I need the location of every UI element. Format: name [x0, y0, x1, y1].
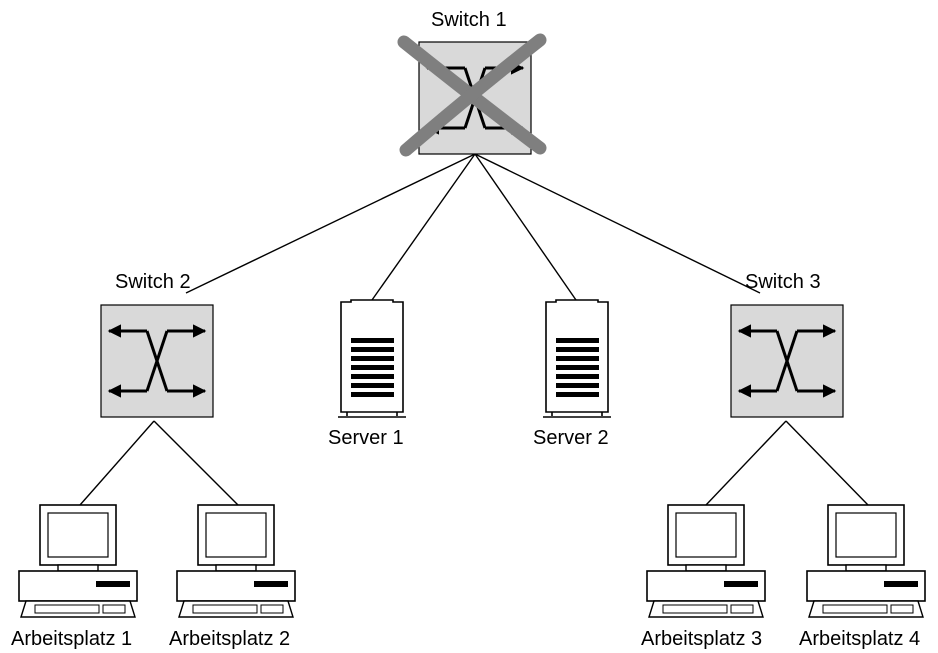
link-switch1-server2: [474, 153, 577, 301]
workstation-1-icon: [18, 504, 138, 618]
workstation-1-label: Arbeitsplatz 1: [11, 628, 133, 650]
connection-lines: [79, 153, 869, 506]
link-switch3-ws3: [705, 420, 787, 506]
link-switch2-ws1: [79, 420, 155, 506]
workstation-2-label: Arbeitsplatz 2: [169, 628, 291, 650]
switch-1-label: Switch 1: [431, 9, 507, 31]
link-switch1-server1: [371, 153, 476, 301]
workstation-3-label: Arbeitsplatz 3: [641, 628, 763, 650]
workstation-4-icon: [806, 504, 926, 618]
server-1-icon: [337, 299, 407, 418]
switch-2-icon: [101, 305, 213, 417]
failure-cross-icon: [397, 33, 547, 157]
workstation-3-icon: [646, 504, 766, 618]
server-2-icon: [542, 299, 612, 418]
workstation-2-icon: [176, 504, 296, 618]
link-switch2-ws2: [153, 420, 239, 506]
link-switch1-switch2: [185, 153, 476, 294]
workstation-4-label: Arbeitsplatz 4: [799, 628, 921, 650]
link-switch3-ws4: [785, 420, 869, 506]
switch-3-icon: [731, 305, 843, 417]
switch-3-label: Switch 3: [745, 271, 821, 293]
server-2-label: Server 2: [533, 427, 609, 449]
link-switch1-switch3: [474, 153, 761, 294]
switch-2-label: Switch 2: [115, 271, 191, 293]
switch-1: [397, 33, 547, 157]
server-1-label: Server 1: [328, 427, 404, 449]
